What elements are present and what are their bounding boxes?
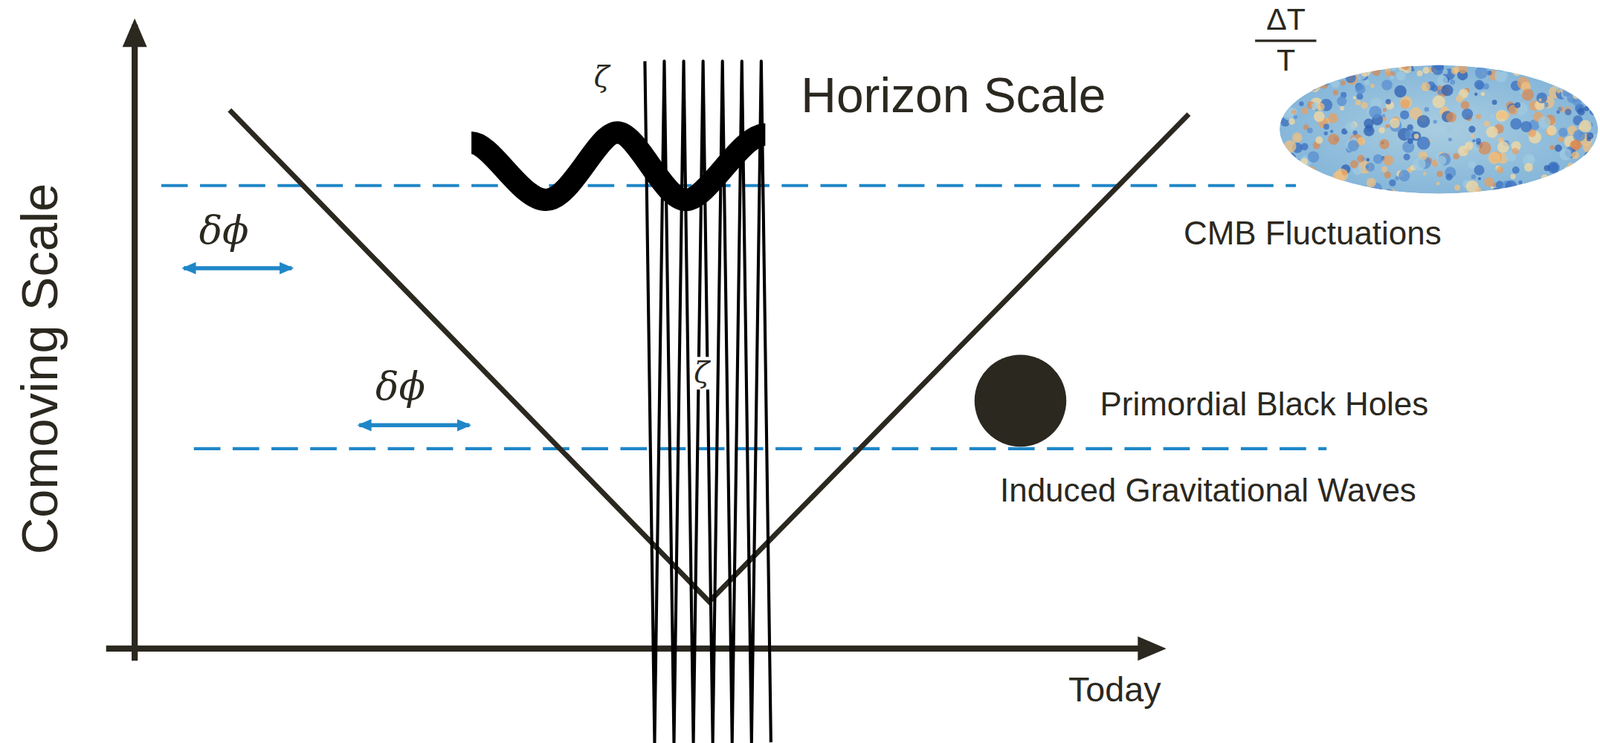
- oscillation-stroke: [644, 60, 771, 743]
- cmb-scale-line: [161, 184, 1296, 188]
- axis-title: Comoving Scale: [11, 183, 70, 556]
- axes: [106, 18, 1167, 662]
- fraction-denominator: T: [1276, 43, 1296, 79]
- oscillation-lines: [644, 60, 771, 743]
- cmb-label: CMB Fluctuations: [1183, 215, 1442, 254]
- y-axis: [131, 24, 138, 661]
- zeta-symbol: ζ: [692, 356, 712, 390]
- y-axis-arrow: [122, 18, 148, 47]
- axis-label: Today: [1068, 670, 1162, 711]
- black-hole: [974, 355, 1067, 448]
- fraction-numerator: ΔT: [1266, 2, 1306, 38]
- fraction-bar: [1255, 39, 1316, 42]
- fluctuation-arrow: [359, 423, 470, 428]
- horizon-title: Horizon Scale: [800, 67, 1106, 125]
- delta-phi-symbol: δϕ: [375, 365, 426, 410]
- delta-phi-symbol: δϕ: [199, 208, 250, 254]
- pbh-label: Primordial Black Holes: [1100, 385, 1429, 424]
- x-axis: [106, 646, 1142, 653]
- zeta-symbol: ζ: [594, 60, 610, 94]
- cmb-map: [1274, 60, 1600, 200]
- gw-label: Induced Gravitational Waves: [1000, 472, 1417, 511]
- pbh-scale-line: [194, 447, 1327, 451]
- fluctuation-arrow: [183, 266, 292, 270]
- x-axis-arrow: [1137, 636, 1166, 661]
